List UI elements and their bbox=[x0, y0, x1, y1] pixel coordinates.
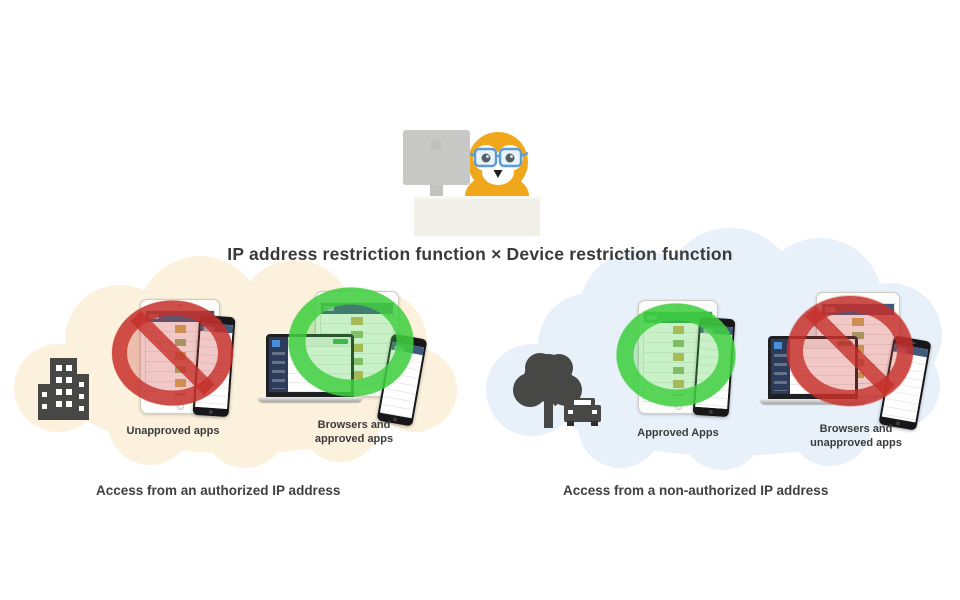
home-button-icon bbox=[708, 409, 713, 415]
camera-dot-icon bbox=[179, 304, 182, 307]
app-list-rows bbox=[881, 351, 927, 423]
device-group-label: Approved Apps bbox=[637, 427, 719, 439]
device-group-label: Browsers and unapproved apps bbox=[810, 423, 902, 449]
speaker-icon bbox=[404, 338, 414, 343]
app-header-bar bbox=[822, 304, 894, 315]
app-list-rows bbox=[695, 332, 733, 410]
device-group-browsers-approved: Browsers and approved apps bbox=[256, 287, 452, 452]
app-list-rows bbox=[379, 349, 423, 419]
app-list-rows bbox=[195, 330, 233, 410]
device-group-label: Browsers and approved apps bbox=[314, 419, 394, 445]
laptop-device bbox=[760, 336, 866, 404]
camera-dot-icon bbox=[857, 297, 860, 300]
glasses-icon bbox=[473, 147, 523, 168]
phone-device bbox=[692, 316, 736, 418]
web-app-rows bbox=[287, 347, 351, 392]
home-button-icon bbox=[675, 403, 682, 410]
speaker-icon bbox=[213, 318, 222, 322]
green-action-button bbox=[333, 339, 348, 344]
monitor-icon bbox=[403, 130, 470, 197]
app-header-bar bbox=[321, 303, 393, 314]
speaker-icon bbox=[713, 320, 722, 324]
authorized-caption: Access from an authorized IP address bbox=[96, 483, 341, 498]
web-app-header bbox=[287, 337, 351, 347]
phone-screen bbox=[195, 322, 233, 410]
phone-device bbox=[192, 314, 236, 418]
tree-and-car-icon bbox=[513, 353, 601, 428]
home-button-icon bbox=[177, 403, 184, 410]
green-action-button bbox=[837, 341, 852, 346]
device-group-approved-apps: Approved Apps bbox=[608, 296, 748, 446]
laptop-device bbox=[258, 334, 362, 402]
camera-dot-icon bbox=[677, 305, 680, 308]
laptop-base bbox=[760, 399, 866, 404]
non-authorized-caption: Access from a non-authorized IP address bbox=[563, 483, 829, 498]
desk bbox=[414, 196, 540, 236]
home-button-icon bbox=[208, 409, 213, 415]
web-app-header bbox=[790, 339, 855, 349]
page-title: IP address restriction function × Device… bbox=[227, 244, 733, 264]
web-app-rows bbox=[790, 349, 855, 394]
phone-screen bbox=[695, 324, 733, 410]
laptop-base bbox=[258, 397, 362, 402]
camera-dot-icon bbox=[356, 296, 359, 299]
device-group-unapproved-apps: Unapproved apps bbox=[108, 296, 238, 446]
app-thumbnails bbox=[174, 325, 187, 396]
car-icon bbox=[564, 398, 601, 426]
app-thumbnails bbox=[672, 326, 685, 396]
office-building-icon bbox=[38, 358, 89, 420]
laptop-screen bbox=[266, 334, 354, 397]
laptop-screen bbox=[768, 336, 858, 399]
device-group-label: Unapproved apps bbox=[126, 425, 220, 437]
device-group-browsers-unapproved: Browsers and unapproved apps bbox=[756, 288, 956, 456]
speaker-icon bbox=[908, 340, 917, 345]
web-app-sidebar bbox=[269, 337, 288, 392]
web-app-sidebar bbox=[771, 339, 791, 394]
